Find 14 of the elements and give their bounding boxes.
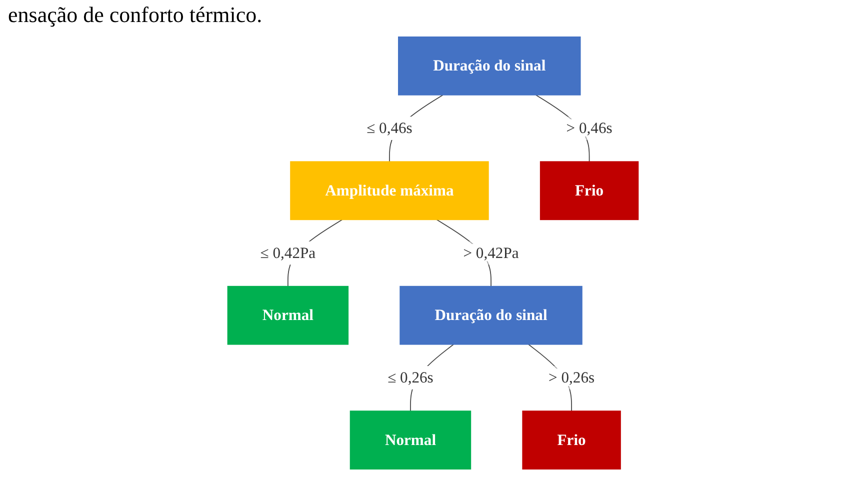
edge-label: ≤ 0,26s <box>388 368 434 386</box>
node-box: Frio <box>522 410 621 470</box>
node-box: Normal <box>227 286 349 345</box>
note-text: ensação de conforto térmico. <box>8 2 262 27</box>
edge-label: > 0,42Pa <box>463 244 519 262</box>
edge-label: ≤ 0,46s <box>366 119 412 137</box>
node-box: Amplitude máxima <box>290 161 489 220</box>
edge-label: ≤ 0,42Pa <box>260 244 316 262</box>
node-box: Frio <box>540 161 639 220</box>
node-box: Duração do sinal <box>400 286 582 345</box>
node-box: Normal <box>350 410 472 470</box>
edge-label: > 0,26s <box>548 368 595 386</box>
node-box: Duração do sinal <box>398 36 581 96</box>
edge-label: > 0,46s <box>566 119 612 137</box>
